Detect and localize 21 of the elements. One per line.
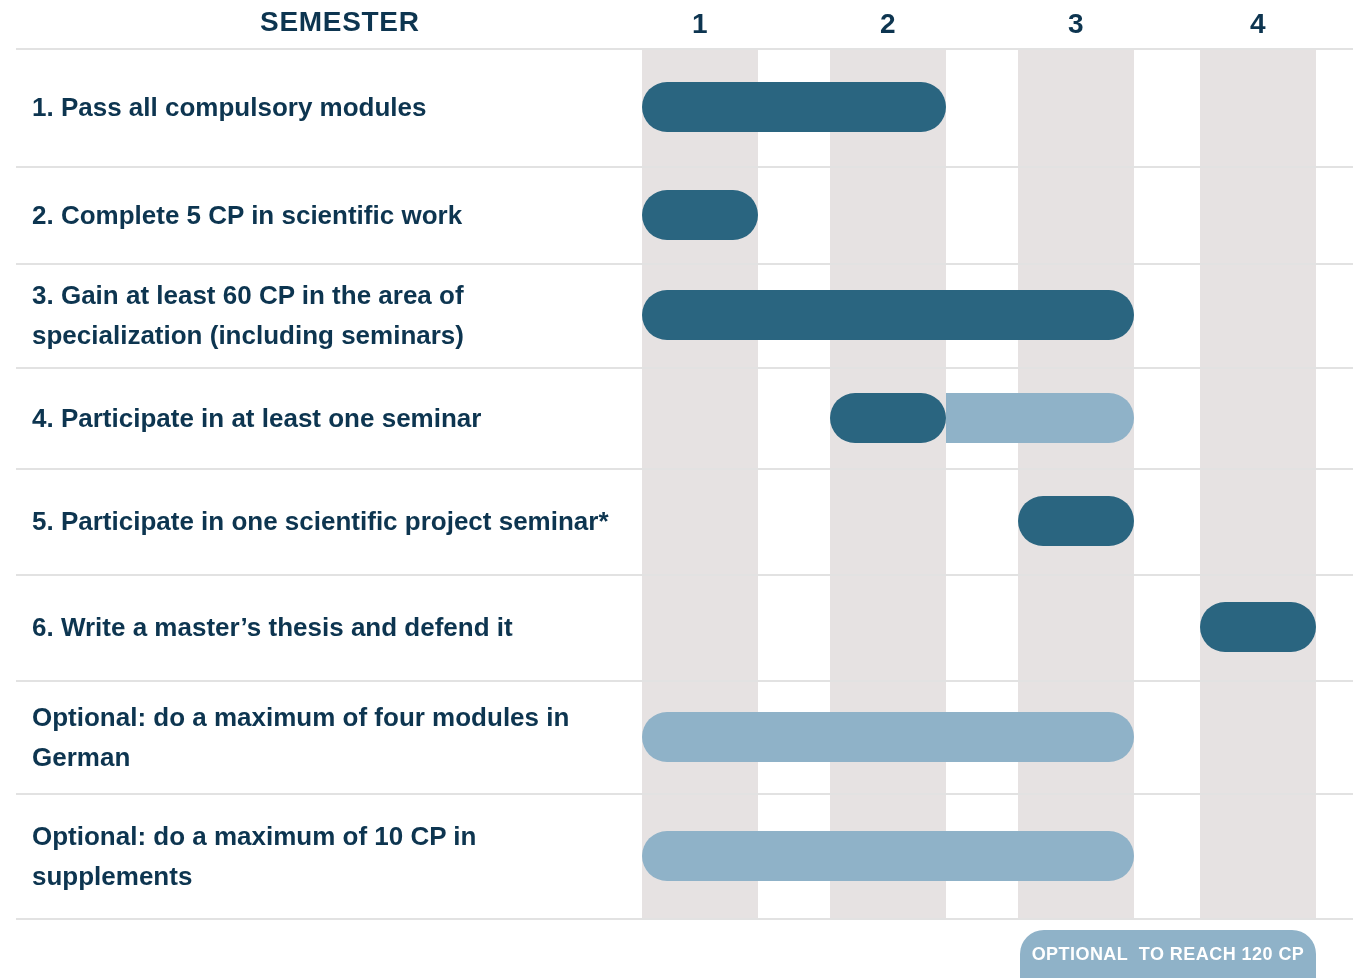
semester-number: 2: [880, 10, 896, 38]
timeline-bar: [642, 82, 946, 132]
timeline-bar: [946, 392, 1134, 443]
timeline-bar: [642, 830, 1134, 881]
requirement-text: Optional: do a maximum of four modules in German: [32, 700, 571, 774]
requirement-text: 4. Participate in at least one seminar: [32, 401, 482, 435]
requirement-text: 1. Pass all compulsory modules: [32, 91, 427, 124]
requirement-text: 5. Participate in one scientific project seminar*: [32, 505, 609, 538]
column-header: SEMESTER: [260, 8, 420, 36]
requirement-text: 2. Complete 5 CP in scientific work: [32, 198, 463, 232]
semester-number: 3: [1068, 10, 1084, 38]
requirement-text: 3. Gain at least 60 CP in the area of specialization (including seminars): [32, 279, 465, 352]
timeline-bar: [1018, 496, 1134, 546]
timeline-bar: [642, 290, 1134, 340]
semester-number: 1: [692, 10, 708, 38]
timeline-bar: [1200, 602, 1316, 652]
timeline-bar: [642, 711, 1134, 762]
semester-number: 4: [1250, 10, 1266, 38]
requirement-text: 6. Write a master’s thesis and defend it: [32, 611, 513, 644]
requirement-text: Optional: do a maximum of 10 CP in supplements: [32, 819, 478, 893]
optional-pill: OPTIONAL TO REACH 120 CP: [1020, 930, 1316, 978]
